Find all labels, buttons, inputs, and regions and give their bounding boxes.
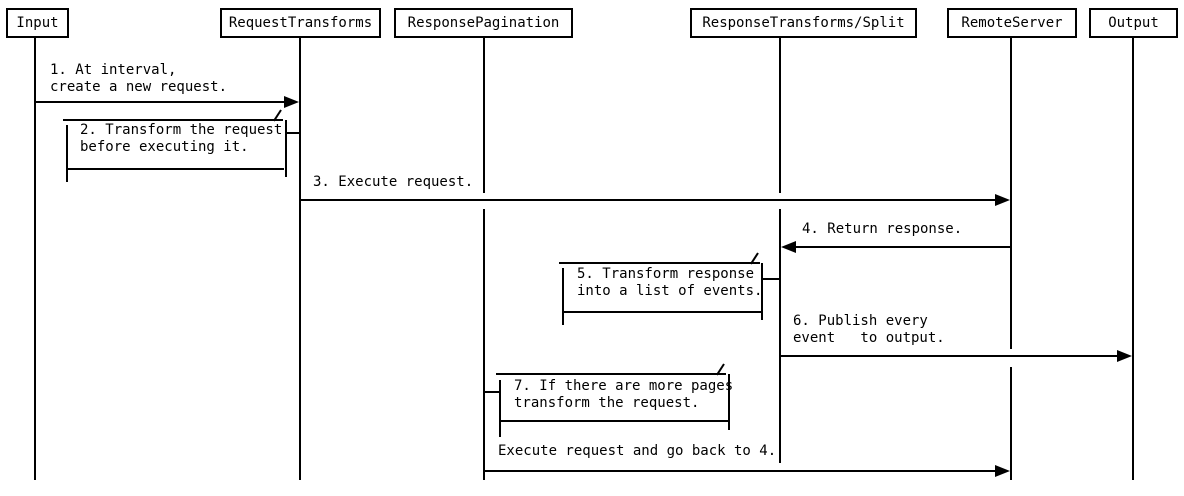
message-4-arrowhead-icon (781, 241, 796, 253)
note-2-connector (285, 132, 299, 134)
message-8-arrowhead-icon (995, 465, 1010, 477)
lifeline-remote-server-upper (1010, 38, 1012, 349)
message-1-label: 1. At interval, create a new request. (50, 62, 228, 95)
lifeline-response-pagination-upper (483, 38, 485, 193)
message-6-arrow-line (781, 355, 1117, 357)
note-2-bottom-line (66, 168, 284, 170)
note-2-top-line (63, 119, 283, 121)
note-2-label: 2. Transform the request before executin… (80, 122, 283, 155)
note-7-label: 7. If there are more pages transform the… (514, 378, 734, 411)
note-7-bottom-line (499, 420, 729, 422)
actor-box-response-pagination: ResponsePagination (394, 8, 573, 38)
actor-box-response-transforms-split: ResponseTransforms/Split (690, 8, 917, 38)
lifeline-input (34, 38, 36, 480)
note-5-top-line (559, 262, 760, 264)
message-6-label: 6. Publish every event to output. (793, 313, 945, 346)
note-7-top-line (496, 373, 726, 375)
message-1-arrowhead-icon (284, 96, 299, 108)
message-6-arrowhead-icon (1117, 350, 1132, 362)
lifeline-output (1132, 38, 1134, 480)
lifeline-response-transforms-upper (779, 38, 781, 193)
lifeline-response-pagination-lower (483, 209, 485, 480)
lifeline-remote-server-lower (1010, 367, 1012, 480)
actor-box-input: Input (6, 8, 69, 38)
actor-box-output: Output (1089, 8, 1178, 38)
note-5-bottom-line (562, 311, 762, 313)
note-7-connector (485, 391, 501, 393)
note-5-right-bar (761, 263, 763, 320)
message-4-arrow-line (796, 246, 1011, 248)
lifeline-request-transforms (299, 38, 301, 480)
note-2-left-bar (66, 125, 68, 182)
message-8-label: Execute request and go back to 4. (498, 443, 777, 459)
note-7-left-bar (499, 380, 501, 437)
lifeline-response-transforms-lower (779, 209, 781, 463)
message-1-arrow-line (36, 101, 284, 103)
note-5-left-bar (562, 268, 564, 325)
actor-box-remote-server: RemoteServer (947, 8, 1077, 38)
message-4-label: 4. Return response. (802, 221, 963, 237)
actor-box-request-transforms: RequestTransforms (220, 8, 381, 38)
note-7-right-bar (728, 374, 730, 430)
message-3-label: 3. Execute request. (313, 174, 474, 190)
message-3-arrow-line (300, 199, 995, 201)
note-5-label: 5. Transform response into a list of eve… (577, 266, 763, 299)
note-5-connector (761, 278, 779, 280)
message-8-arrow-line (485, 470, 995, 472)
message-3-arrowhead-icon (995, 194, 1010, 206)
note-2-right-bar (285, 120, 287, 177)
